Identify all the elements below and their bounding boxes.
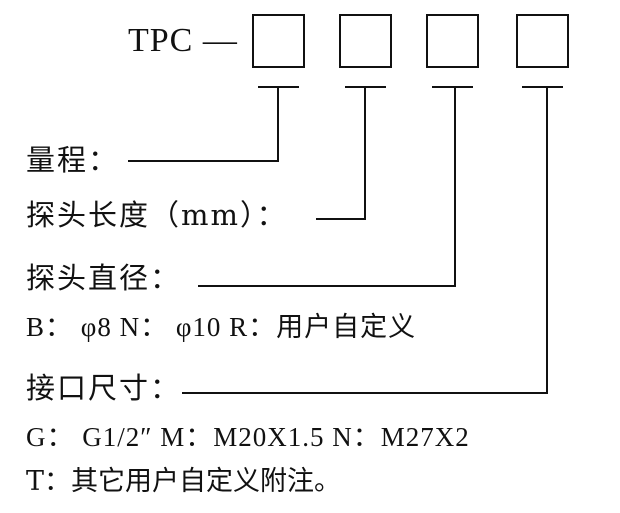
code-box-diameter bbox=[426, 14, 479, 68]
leader-diameter bbox=[198, 87, 456, 287]
options-thread-size: G： G1/2″ M：M20X1.5 N：M27X2 bbox=[26, 422, 470, 452]
field-label-range: 量程： bbox=[26, 143, 120, 177]
options-probe-diameter: B： φ8 N： φ10 R：用户自定义 bbox=[26, 312, 417, 342]
code-box-range bbox=[252, 14, 305, 68]
model-prefix: TPC — bbox=[128, 22, 238, 59]
field-label-probe-diameter: 探头直径： bbox=[26, 261, 182, 295]
options-other-note: T：其它用户自定义附注。 bbox=[26, 466, 342, 497]
leader-thread bbox=[182, 87, 548, 394]
leader-length bbox=[316, 87, 366, 220]
leader-range bbox=[128, 87, 279, 162]
field-label-thread-size: 接口尺寸： bbox=[26, 371, 182, 405]
code-box-length bbox=[339, 14, 392, 68]
field-label-probe-length: 探头长度（mm）： bbox=[26, 198, 288, 232]
code-box-thread bbox=[516, 14, 569, 68]
